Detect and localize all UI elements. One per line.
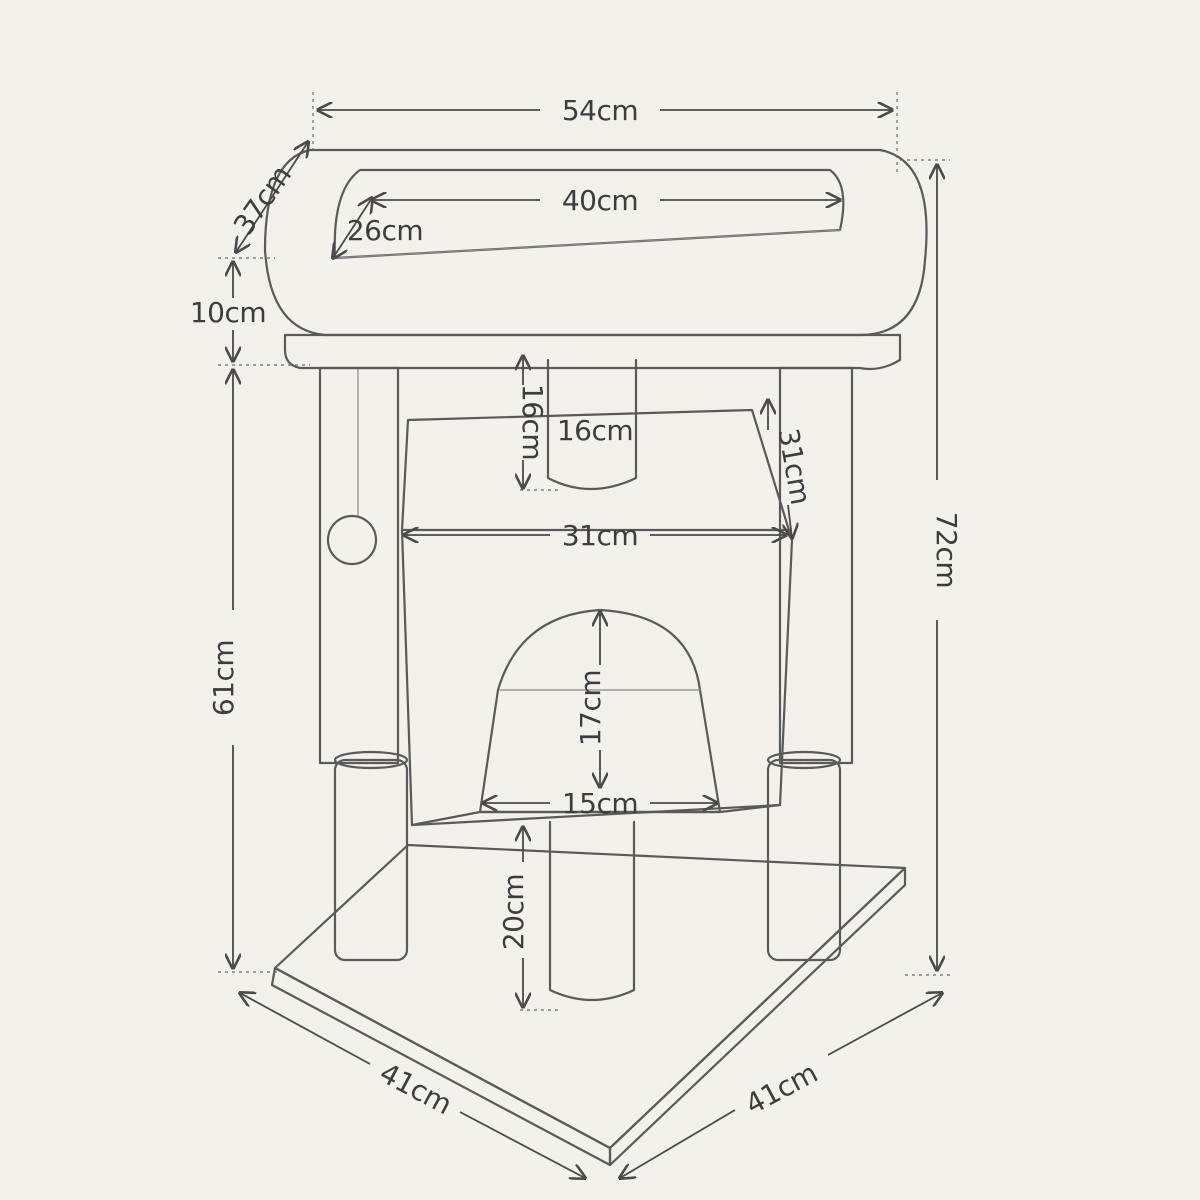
label-post-diameter: 16cm — [557, 414, 633, 447]
left-rope-post — [318, 366, 400, 765]
label-entrance-height: 17cm — [574, 670, 607, 746]
label-entrance-width: 15cm — [562, 787, 638, 820]
hanging-ball-toy — [326, 367, 378, 566]
back-left-leg — [333, 750, 409, 962]
label-bed-inner-width: 40cm — [562, 184, 638, 217]
label-platform-height: 10cm — [190, 296, 266, 329]
label-bed-inner-depth: 26cm — [347, 214, 423, 247]
label-base-right: 41cm — [740, 1056, 823, 1121]
label-leg-height: 61cm — [207, 640, 240, 716]
label-base-left: 41cm — [374, 1056, 457, 1121]
condo-entrance — [478, 608, 722, 814]
back-right-leg — [766, 750, 842, 962]
condo-box — [400, 408, 794, 827]
label-post-to-condo: 16cm — [516, 384, 549, 460]
label-top-depth: 37cm — [227, 160, 298, 241]
label-total-height: 72cm — [930, 512, 963, 588]
label-top-width: 54cm — [562, 94, 638, 127]
center-lower-post — [548, 820, 636, 1002]
dimension-lines — [218, 92, 950, 1178]
base-board — [270, 843, 907, 1167]
top-platform — [283, 333, 902, 371]
label-lower-post-height: 20cm — [497, 874, 530, 950]
label-condo-width: 31cm — [562, 519, 638, 552]
center-upper-post — [546, 358, 638, 491]
